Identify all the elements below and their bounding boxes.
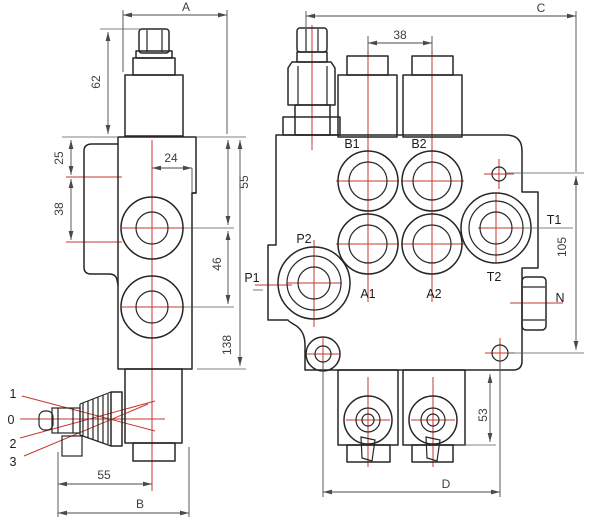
relief-hex-top-facets	[305, 29, 319, 51]
dim-label-38: 38	[52, 202, 66, 216]
relief-hex-facets	[146, 30, 163, 52]
port-a1-bore	[348, 224, 388, 264]
spool-end-1-mid	[355, 407, 381, 433]
dim-label-a: A	[182, 0, 190, 14]
spool-housing-side	[124, 368, 183, 444]
dim-label-25: 25	[52, 151, 66, 165]
housing-foot-2	[411, 444, 454, 463]
port-circles	[277, 150, 532, 320]
port-label-p2: P2	[296, 232, 311, 246]
dim-label-55-side: 55	[237, 175, 251, 189]
lever-pos-1: 1	[10, 387, 17, 401]
port-label-p1: P1	[244, 271, 259, 285]
port-label-a1: A1	[360, 287, 375, 301]
port-b1-bore	[348, 161, 388, 201]
dim-label-105: 105	[555, 237, 569, 257]
front-view: C 38 105 53 D B1 B2 P2 P1 A1 A2 T1 T2 N	[244, 1, 584, 497]
port-b2-boss	[401, 150, 463, 212]
spool-end-1-pin	[361, 413, 375, 427]
spool-end-2-mid	[420, 407, 446, 433]
dim-label-d: D	[442, 477, 451, 491]
spool-end-1	[343, 395, 393, 445]
side-view-dimensions	[57, 10, 246, 517]
dim-label-c: C	[537, 1, 546, 15]
lever-knob	[38, 410, 54, 431]
mount-hole-top-right	[491, 166, 507, 182]
spool-cap-2-top	[411, 55, 454, 76]
lever-lock-pin	[61, 435, 83, 457]
port-label-t1: T1	[547, 213, 562, 227]
side-view-lower-housing	[124, 368, 183, 462]
port-label-b1: B1	[344, 137, 359, 151]
n-plug-body	[521, 276, 547, 331]
spool-link-1	[360, 436, 376, 462]
front-view-centerlines	[255, 25, 563, 467]
spool-link-2	[425, 436, 441, 462]
mounting-flange	[83, 143, 119, 286]
port-label-b2: B2	[411, 137, 426, 151]
side-view-centerlines	[66, 140, 184, 491]
side-view-body	[83, 136, 197, 370]
relief-base	[282, 116, 341, 136]
port-label-n: N	[555, 291, 564, 305]
port-p-mid	[286, 255, 342, 311]
bottom-spool-housings	[337, 369, 466, 463]
port-b2-bore	[412, 161, 452, 201]
port-a2-boss	[401, 213, 463, 275]
port-bore-lower-inner	[135, 290, 169, 324]
spool-end-2	[408, 395, 458, 445]
port-label-a2: A2	[426, 287, 441, 301]
lever-pos-2: 2	[10, 437, 17, 451]
dim-label-46: 46	[210, 257, 224, 271]
port-bore-upper-inner	[135, 211, 169, 245]
dim-label-24: 24	[164, 151, 178, 165]
front-view-relief-valve	[282, 27, 341, 136]
port-bore-upper	[120, 196, 184, 260]
port-b1-boss	[337, 150, 399, 212]
port-bore-lower	[120, 275, 184, 339]
control-lever	[38, 391, 123, 457]
spool-cap-1-top	[346, 55, 389, 76]
dim-label-55-bottom: 55	[97, 468, 111, 482]
lever-hub-lines	[57, 408, 74, 433]
relief-hex-lower-facets	[297, 66, 328, 105]
bellows-ridges	[82, 394, 109, 444]
spool-caps	[337, 55, 463, 138]
relief-cap-body	[124, 74, 184, 137]
side-view-relief-valve	[124, 28, 184, 137]
relief-hex-lower	[287, 61, 336, 106]
port-t-bore	[479, 211, 513, 245]
dim-label-138: 138	[220, 335, 234, 355]
spool-end-2-pin	[426, 413, 440, 427]
relief-hex-nut	[138, 28, 170, 54]
relief-washer	[135, 50, 173, 59]
port-t-mid	[468, 200, 524, 256]
n-plug-facets	[523, 286, 545, 321]
port-a1-boss	[337, 213, 399, 275]
valve-body-front	[267, 134, 539, 371]
dim-label-62: 62	[89, 75, 103, 89]
side-view: A 62 25 38 24 55 46 138 55 B 1 0 2 3	[8, 0, 251, 517]
dim-label-38-top: 38	[393, 28, 407, 42]
bellows-end-ring	[110, 391, 123, 447]
dim-label-b: B	[136, 497, 144, 511]
relief-upper-block	[132, 57, 176, 76]
valve-body-side	[117, 136, 197, 370]
port-label-t2: T2	[487, 270, 502, 284]
n-plug	[521, 276, 547, 331]
port-a2-bore	[412, 224, 452, 264]
port-p-boss	[277, 246, 351, 320]
lever-pos-3: 3	[10, 455, 17, 469]
housing-foot-1	[346, 444, 391, 463]
lever-hub	[51, 407, 81, 434]
port-p-bore	[297, 266, 331, 300]
front-view-dimensions	[253, 11, 584, 497]
dim-label-53: 53	[476, 408, 490, 422]
housing-foot-side	[132, 442, 176, 462]
lever-pos-0: 0	[8, 413, 15, 427]
